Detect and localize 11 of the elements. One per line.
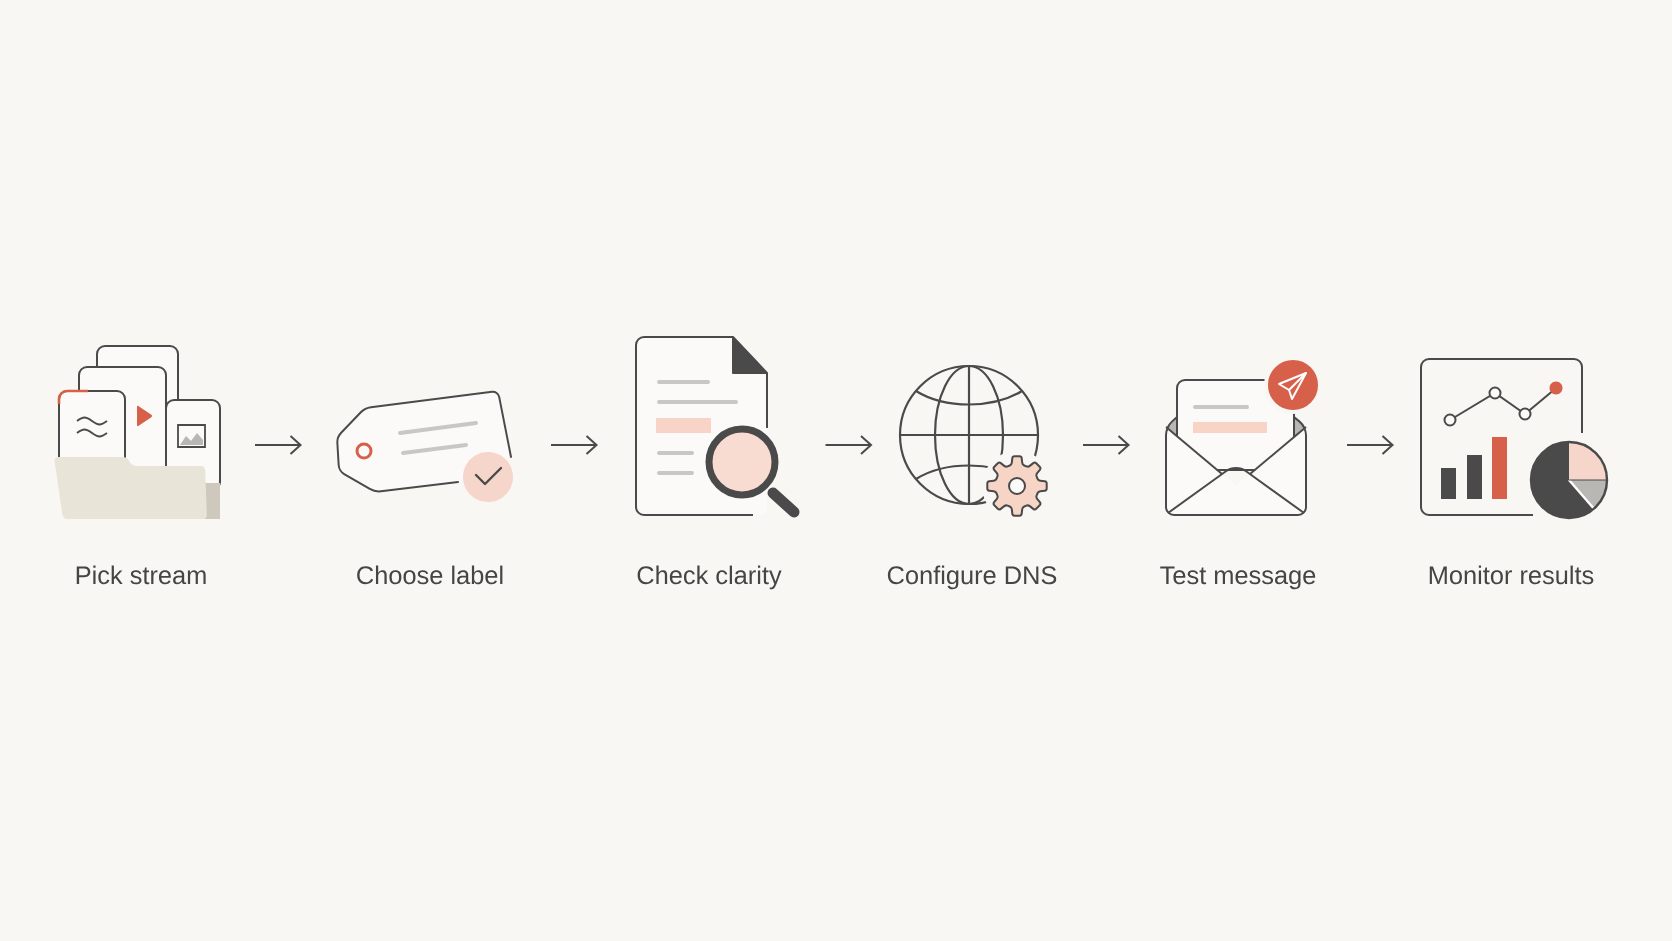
arrow	[824, 435, 873, 455]
step-label: Test message	[1160, 566, 1316, 590]
step-label: Pick stream	[76, 565, 206, 585]
arrow	[254, 435, 302, 455]
arrow	[1082, 435, 1130, 455]
arrow	[550, 435, 598, 455]
step-label: Choose label	[357, 565, 503, 585]
step-label: Configure DNS	[887, 565, 1057, 590]
step-label: Monitor results	[1429, 565, 1594, 585]
arrow	[1346, 435, 1394, 455]
step-label: Check clarity	[637, 565, 782, 590]
